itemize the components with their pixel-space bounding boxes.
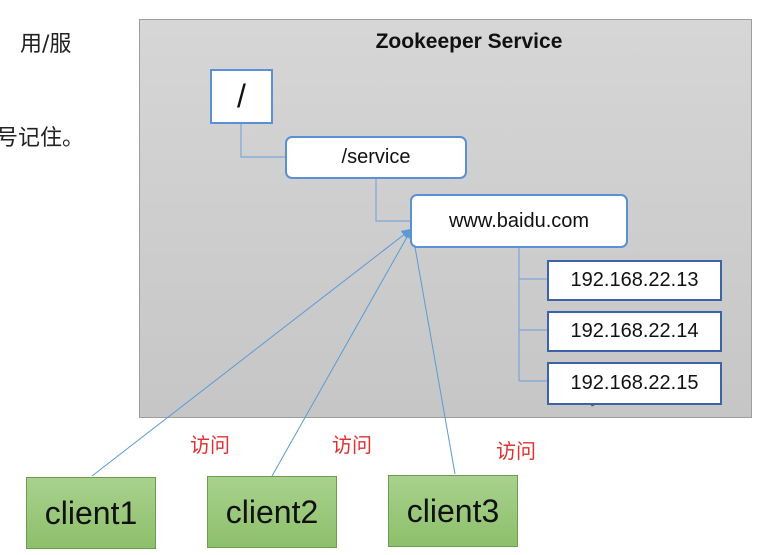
access-label-2: 访问 [332, 433, 372, 457]
client2-box: client2 [207, 476, 337, 548]
client1-access-arrow [91, 228, 412, 477]
ip-node-1: 192.168.22.13 [547, 260, 722, 301]
client3-access-arrow [408, 228, 456, 475]
left-text-line1: 用/服 [20, 32, 72, 57]
root-node: / [210, 69, 273, 124]
client3-box: client3 [388, 475, 518, 547]
service-to-domain-connector [375, 178, 412, 222]
ip-node-3: 192.168.22.15 [547, 362, 722, 405]
ip-node-2: 192.168.22.14 [547, 311, 722, 352]
client2-access-arrow [271, 228, 412, 477]
domain-node: www.baidu.com [410, 194, 628, 248]
access-label-3: 访问 [496, 439, 536, 463]
root-to-service-connector [240, 123, 287, 158]
client1-box: client1 [26, 477, 156, 549]
access-label-1: 访问 [190, 433, 230, 457]
panel-title: Zookeeper Service [375, 30, 563, 53]
service-node: /service [285, 136, 467, 179]
left-text-line2: 号记住。 [0, 126, 85, 151]
